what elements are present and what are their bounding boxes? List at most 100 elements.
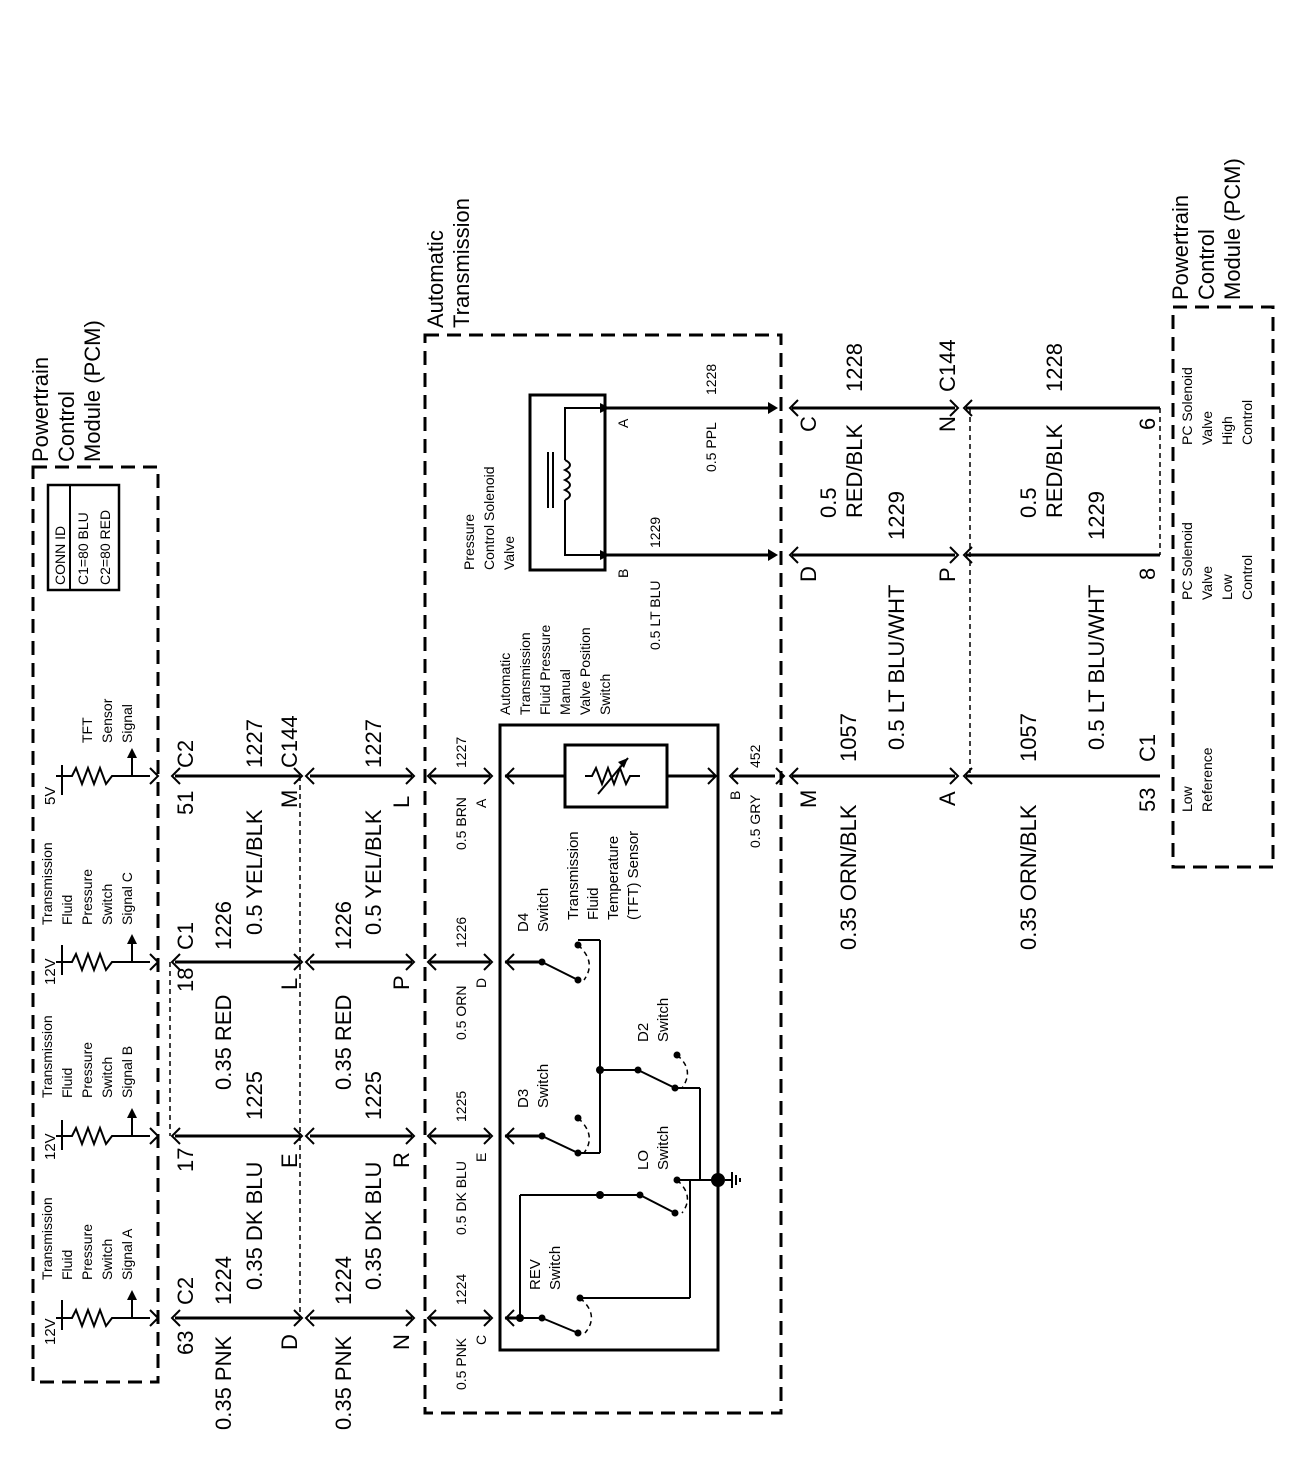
svg-text:Signal: Signal xyxy=(119,704,135,743)
svg-text:Fluid: Fluid xyxy=(59,1250,75,1280)
svg-text:Valve: Valve xyxy=(501,536,517,570)
svg-text:0.5 GRY: 0.5 GRY xyxy=(747,794,763,848)
svg-text:PC Solenoid: PC Solenoid xyxy=(1179,522,1195,600)
svg-text:1224: 1224 xyxy=(331,1256,356,1305)
svg-text:Fluid: Fluid xyxy=(59,895,75,925)
svg-text:1226: 1226 xyxy=(211,901,236,950)
svg-text:RED/BLK: RED/BLK xyxy=(1042,424,1067,518)
svg-text:C: C xyxy=(796,416,821,432)
svg-text:Valve: Valve xyxy=(1199,566,1215,600)
svg-text:TFT: TFT xyxy=(79,717,95,743)
svg-text:1225: 1225 xyxy=(453,1091,469,1122)
svg-text:Reference: Reference xyxy=(1199,747,1215,812)
svg-text:Signal A: Signal A xyxy=(119,1228,135,1280)
svg-text:Switch: Switch xyxy=(99,884,115,925)
switch-assembly-label: Automatic Transmission Fluid Pressure Ma… xyxy=(497,625,613,715)
svg-text:5V: 5V xyxy=(42,787,59,805)
svg-text:REV: REV xyxy=(527,1259,544,1290)
svg-text:Transmission: Transmission xyxy=(39,1197,55,1280)
svg-text:0.5 LT BLU/WHT: 0.5 LT BLU/WHT xyxy=(1084,585,1109,750)
svg-text:Sensor: Sensor xyxy=(99,698,115,743)
svg-text:LO: LO xyxy=(635,1150,652,1170)
svg-text:L: L xyxy=(277,978,302,990)
svg-text:1229: 1229 xyxy=(1084,491,1109,540)
tft-wire-452: B 452 0.5 GRY xyxy=(707,744,775,848)
svg-text:Switch: Switch xyxy=(535,1064,552,1108)
svg-text:0.5 PNK: 0.5 PNK xyxy=(453,1337,469,1390)
svg-text:1225: 1225 xyxy=(361,1071,386,1120)
svg-text:0.35 RED: 0.35 RED xyxy=(211,995,236,1090)
svg-text:51: 51 xyxy=(173,791,198,815)
svg-text:Module (PCM): Module (PCM) xyxy=(80,320,105,462)
svg-text:C144: C144 xyxy=(935,339,960,392)
svg-text:0.5: 0.5 xyxy=(816,487,841,518)
right-circuit-wires xyxy=(775,399,1161,785)
svg-text:M: M xyxy=(277,790,302,808)
svg-text:1057: 1057 xyxy=(836,713,861,762)
svg-text:Transmission: Transmission xyxy=(39,1015,55,1098)
svg-text:0.5 YEL/BLK: 0.5 YEL/BLK xyxy=(361,809,386,935)
svg-text:Temperature: Temperature xyxy=(605,836,622,920)
svg-text:Powertrain: Powertrain xyxy=(28,357,53,462)
svg-text:Control: Control xyxy=(1239,400,1255,445)
svg-text:D4: D4 xyxy=(515,913,532,932)
svg-text:0.5 YEL/BLK: 0.5 YEL/BLK xyxy=(242,809,267,935)
svg-text:N: N xyxy=(935,416,960,432)
svg-text:Pressure: Pressure xyxy=(79,869,95,925)
svg-text:Control: Control xyxy=(54,391,79,462)
svg-text:0.5 ORN: 0.5 ORN xyxy=(453,986,469,1040)
svg-text:0.35 ORN/BLK: 0.35 ORN/BLK xyxy=(836,804,861,950)
svg-text:PC Solenoid: PC Solenoid xyxy=(1179,367,1195,445)
svg-text:Switch: Switch xyxy=(655,998,672,1042)
left-circuit-labels: 63 C2 1224 0.35 PNK D 1224 0.35 PNK N 12… xyxy=(173,715,489,1430)
svg-text:Switch: Switch xyxy=(99,1057,115,1098)
svg-text:Automatic: Automatic xyxy=(423,230,448,328)
switch-labels: REV Switch LO Switch D3 Switch D2 Switch… xyxy=(515,888,672,1290)
svg-text:0.5 DK BLU: 0.5 DK BLU xyxy=(453,1161,469,1235)
svg-text:6: 6 xyxy=(1135,418,1160,430)
svg-text:452: 452 xyxy=(747,744,763,768)
pcm-left-title: Powertrain Control Module (PCM) xyxy=(28,320,105,462)
svg-text:Manual: Manual xyxy=(557,669,573,715)
svg-text:Low: Low xyxy=(1179,785,1195,812)
svg-text:R: R xyxy=(389,1152,414,1168)
svg-text:Module (PCM): Module (PCM) xyxy=(1220,158,1245,300)
svg-text:0.35 RED: 0.35 RED xyxy=(331,995,356,1090)
svg-text:E: E xyxy=(277,1153,302,1168)
pressure-control-solenoid: Pressure Control Solenoid Valve A B xyxy=(461,393,631,578)
svg-text:0.35 PNK: 0.35 PNK xyxy=(211,1336,236,1430)
conn-id-box: CONN ID C1=80 BLU C2=80 RED xyxy=(46,483,121,592)
svg-text:C2: C2 xyxy=(173,1277,198,1305)
pcm-input-signal-b: 12V Transmission Fluid Pressure Switch S… xyxy=(39,1015,150,1160)
svg-text:M: M xyxy=(796,790,821,808)
svg-text:1226: 1226 xyxy=(331,901,356,950)
svg-text:Fluid: Fluid xyxy=(585,887,602,920)
svg-text:C1=80 BLU: C1=80 BLU xyxy=(75,512,91,585)
svg-text:0.5 LT BLU: 0.5 LT BLU xyxy=(647,580,663,650)
svg-text:B: B xyxy=(727,791,743,800)
svg-text:D2: D2 xyxy=(635,1023,652,1042)
svg-text:C1: C1 xyxy=(173,922,198,950)
svg-text:1228: 1228 xyxy=(842,343,867,392)
svg-text:Switch: Switch xyxy=(535,888,552,932)
svg-text:1057: 1057 xyxy=(1016,713,1041,762)
pcm-input-signal-c: 12V Transmission Fluid Pressure Switch S… xyxy=(39,842,150,985)
pcm-input-signal-a: 12V Transmission Fluid Pressure Switch S… xyxy=(39,1197,150,1345)
svg-text:0.5 PPL: 0.5 PPL xyxy=(703,422,719,472)
svg-text:12V: 12V xyxy=(42,1133,59,1160)
right-circuit-labels: C 0.5 RED/BLK 1228 N C144 0.5 RED/BLK 12… xyxy=(796,339,1255,950)
svg-text:Transmission: Transmission xyxy=(517,632,533,715)
svg-text:1227: 1227 xyxy=(361,719,386,768)
svg-text:0.35 PNK: 0.35 PNK xyxy=(331,1336,356,1430)
svg-text:Control: Control xyxy=(1194,229,1219,300)
svg-text:1226: 1226 xyxy=(453,917,469,948)
svg-text:0.35 DK BLU: 0.35 DK BLU xyxy=(242,1162,267,1290)
transmission-title: Automatic Transmission xyxy=(423,198,474,328)
svg-text:Transmission: Transmission xyxy=(565,831,582,920)
svg-text:Valve Position: Valve Position xyxy=(577,627,593,715)
svg-text:Pressure: Pressure xyxy=(79,1224,95,1280)
svg-text:0.5: 0.5 xyxy=(1016,487,1041,518)
svg-text:Powertrain: Powertrain xyxy=(1168,195,1193,300)
pcm-right-box xyxy=(1171,305,1275,869)
svg-text:(TFT) Sensor: (TFT) Sensor xyxy=(625,831,642,920)
